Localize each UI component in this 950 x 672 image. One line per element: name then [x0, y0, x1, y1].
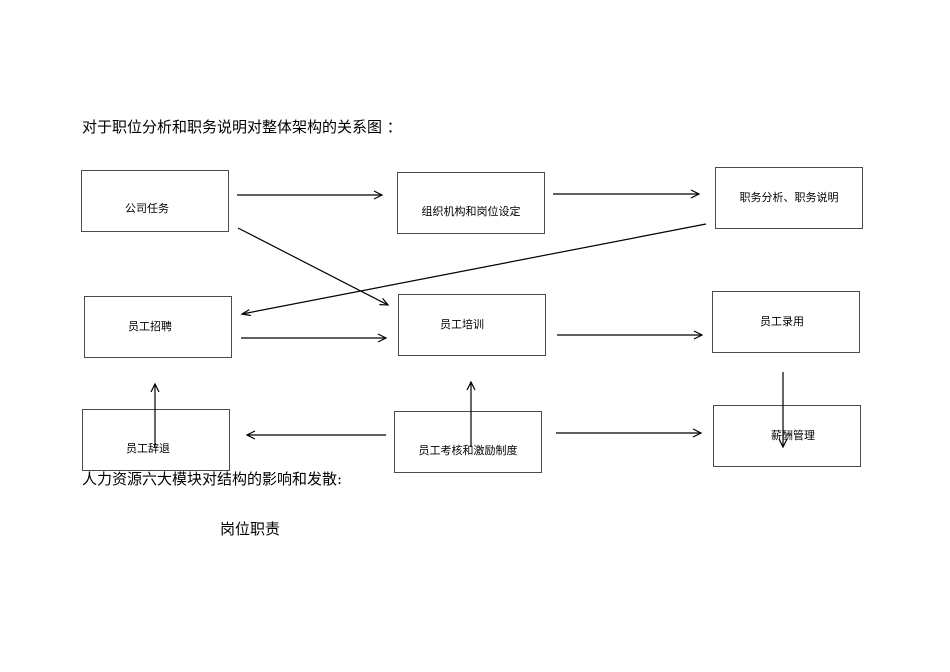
arrow-assessment-to-dismissal	[245, 430, 386, 440]
box-job-analysis-label: 职务分析、职务说明	[739, 191, 839, 204]
box-salary-management: 薪酬管理	[713, 405, 861, 467]
box-job-analysis: 职务分析、职务说明	[715, 167, 863, 229]
box-hiring-label: 员工录用	[760, 315, 804, 328]
box-recruitment: 员工招聘	[84, 296, 232, 358]
box-hiring: 员工录用	[712, 291, 860, 353]
box-company-task: 公司任务	[81, 170, 229, 232]
box-assessment-incentive-label: 员工考核和激励制度	[418, 444, 518, 457]
box-dismissal-label: 员工辞退	[126, 442, 170, 455]
box-org-structure-label: 组织机构和岗位设定	[421, 205, 521, 218]
box-training-label: 员工培训	[440, 318, 484, 331]
box-company-task-label: 公司任务	[125, 202, 169, 215]
box-org-structure: 组织机构和岗位设定	[397, 172, 545, 234]
arrow-company-to-org	[237, 190, 384, 200]
box-training: 员工培训	[398, 294, 546, 356]
modules-title: 人力资源六大模块对结构的影响和发散:	[82, 470, 343, 488]
box-recruitment-label: 员工招聘	[128, 320, 172, 333]
box-assessment-incentive: 员工考核和激励制度	[394, 411, 542, 473]
box-salary-management-label: 薪酬管理	[771, 429, 815, 442]
arrow-assessment-to-salary	[556, 428, 703, 438]
box-dismissal: 员工辞退	[82, 409, 230, 471]
arrow-org-to-jobdesc	[553, 189, 701, 199]
arrow-company-to-training	[237, 227, 390, 306]
arrow-recruitment-to-training	[241, 333, 388, 343]
section-title-job-duties: 岗位职责	[220, 520, 281, 538]
arrow-training-to-hiring	[557, 330, 704, 340]
relation-diagram-title: 对于职位分析和职务说明对整体架构的关系图 ：	[82, 118, 402, 136]
